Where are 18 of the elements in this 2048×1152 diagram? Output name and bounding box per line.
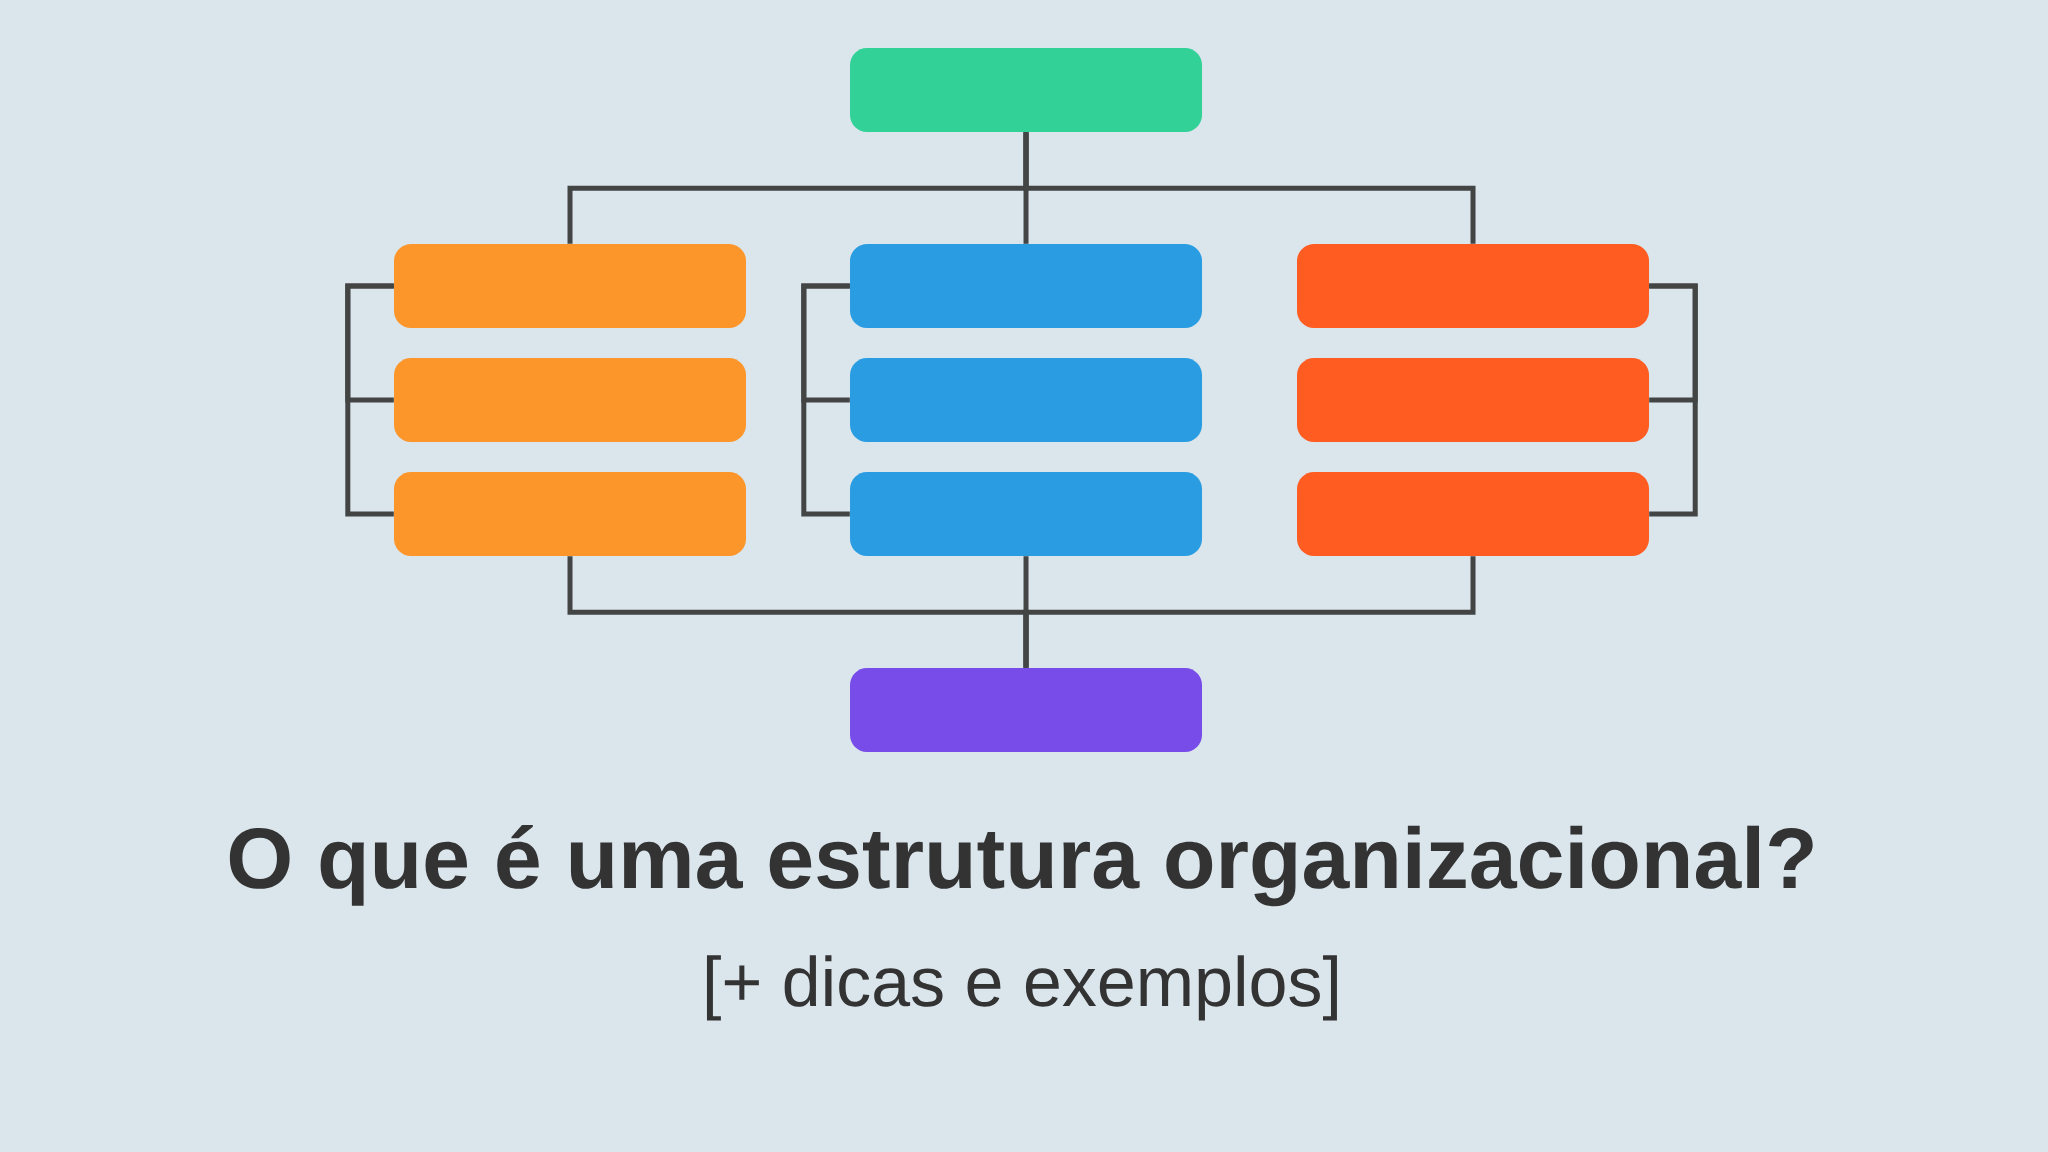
connector-line — [345, 283, 394, 517]
rounded-box — [850, 668, 1202, 752]
connector-line — [801, 283, 850, 517]
rounded-box — [850, 48, 1202, 132]
rounded-box — [1297, 244, 1649, 328]
connector-line — [1023, 556, 1476, 668]
rounded-box — [394, 472, 746, 556]
rounded-box — [1297, 358, 1649, 442]
connector-line — [1649, 283, 1698, 517]
rounded-box — [394, 358, 746, 442]
title: O que é uma estrutura organizacional? — [229, 824, 1813, 907]
subtitle: [+ dicas e exemplos] — [706, 955, 1337, 1021]
connector-line — [1023, 132, 1476, 244]
rounded-box — [850, 472, 1202, 556]
rounded-box — [850, 244, 1202, 328]
rounded-box — [850, 358, 1202, 442]
rounded-box — [1297, 472, 1649, 556]
rounded-box — [394, 244, 746, 328]
